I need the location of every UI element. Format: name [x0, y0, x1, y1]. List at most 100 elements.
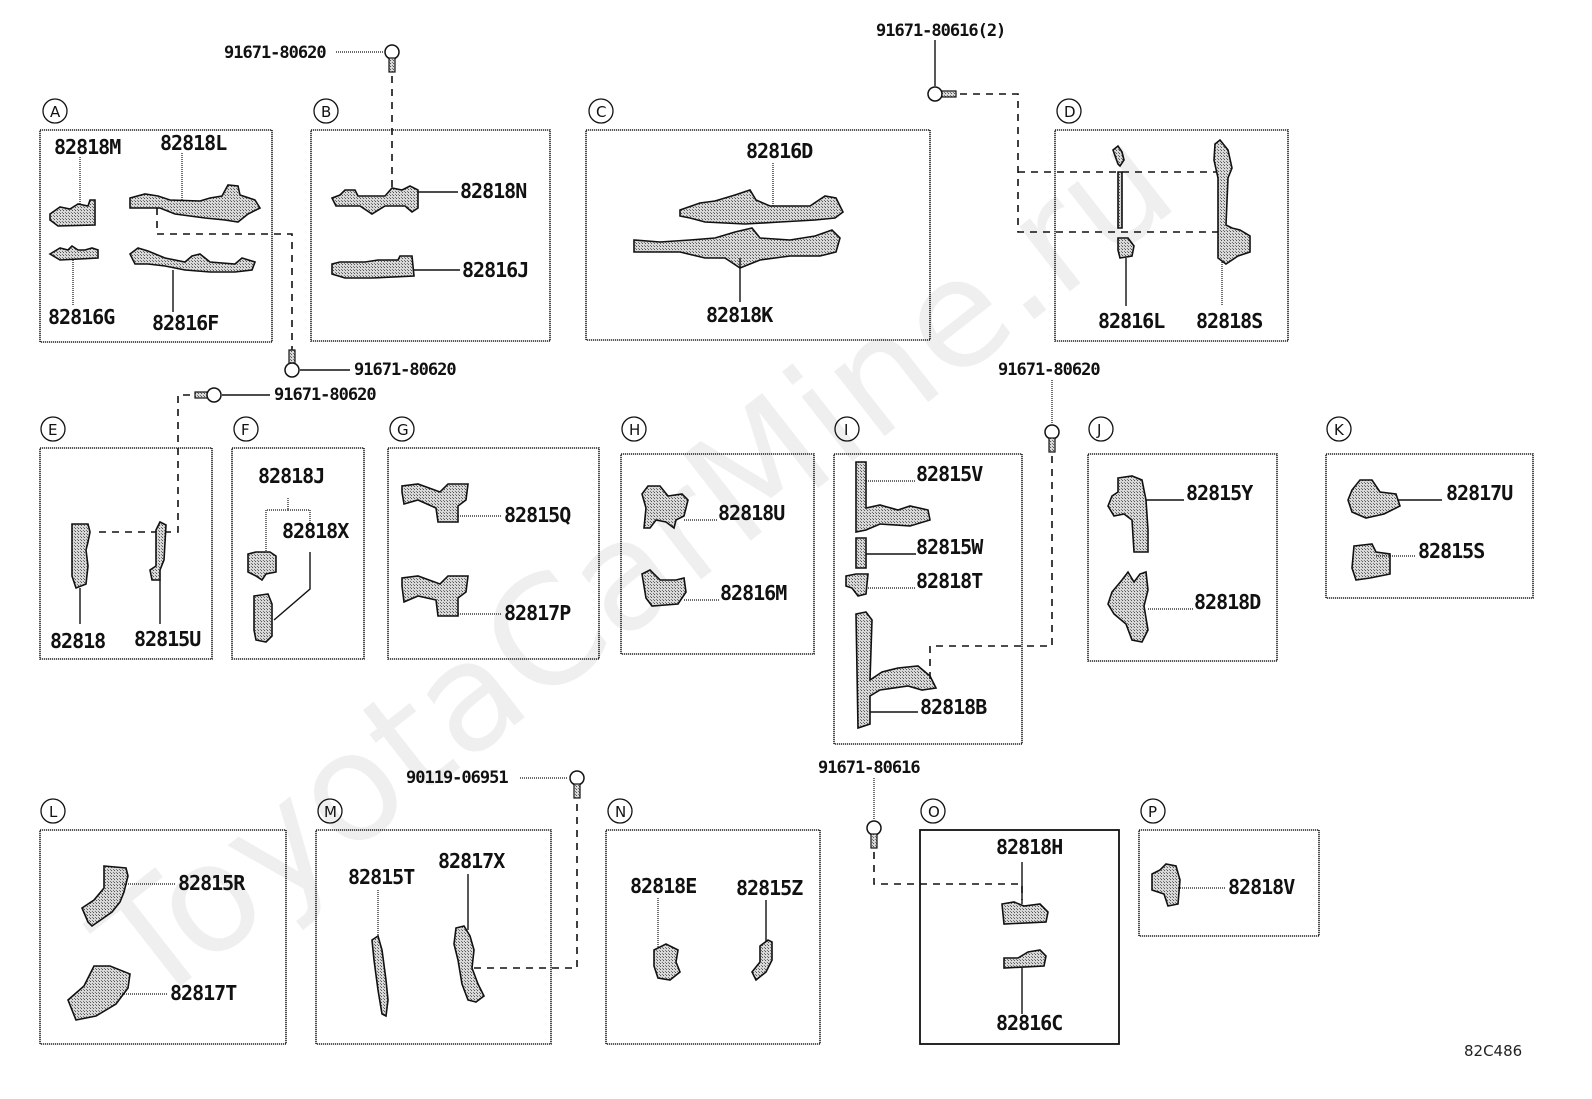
part-drawing-82816L[interactable] [1112, 144, 1135, 259]
part-label[interactable]: 82816D [746, 139, 814, 163]
part-drawing-82817X[interactable] [453, 925, 486, 1003]
part-label[interactable]: 82817T [170, 981, 238, 1005]
fastener-91671-80620-a[interactable]: 91671-80620 [284, 349, 457, 380]
part-drawing-82818J[interactable] [247, 551, 277, 582]
part-drawing-82815V[interactable] [855, 461, 931, 533]
part-label[interactable]: 82818L [160, 131, 228, 155]
part-label[interactable]: 82815Y [1186, 481, 1254, 505]
group-j: J 82815Y 82818D [1087, 416, 1278, 662]
part-drawing-82815W[interactable] [855, 537, 867, 569]
part-label[interactable]: 82818X [282, 519, 350, 543]
part-drawing-82818S[interactable] [1213, 138, 1251, 265]
part-label[interactable]: 82815U [134, 627, 201, 651]
fastener-label[interactable]: 91671-80620 [998, 360, 1101, 380]
drawing-code: 82C486 [1464, 1042, 1522, 1060]
part-label[interactable]: 82818 [50, 629, 106, 653]
part-drawing-82815U[interactable] [149, 520, 167, 581]
fastener-label[interactable]: 91671-80620 [224, 43, 327, 63]
group-box-m [315, 829, 552, 1045]
part-drawing-82818D[interactable] [1107, 570, 1149, 643]
part-drawing-82815T[interactable] [371, 934, 389, 1018]
part-label[interactable]: 82818N [460, 179, 527, 203]
group-n: N 82818E 82815Z [605, 798, 821, 1045]
group-o: O 82818H 82816C [919, 798, 1120, 1045]
part-label[interactable]: 82816F [152, 311, 219, 335]
fastener-91671-80616-2[interactable]: 91671-80616(2) [876, 21, 1222, 233]
part-label[interactable]: 82818J [258, 464, 325, 488]
part-label[interactable]: 82815Z [736, 876, 804, 900]
part-label[interactable]: 82815T [348, 865, 416, 889]
part-drawing-82815Z[interactable] [751, 939, 773, 982]
part-drawing-82816F[interactable] [128, 247, 257, 273]
part-label[interactable]: 82815R [178, 871, 247, 895]
part-label[interactable]: 82818S [1196, 309, 1263, 333]
part-drawing-82818V[interactable] [1151, 863, 1181, 907]
part-drawing-82816D[interactable] [679, 189, 845, 225]
part-label[interactable]: 82816M [720, 581, 788, 605]
part-label[interactable]: 82818D [1194, 590, 1262, 614]
group-marker-o [920, 798, 946, 824]
group-box-i [833, 453, 1023, 745]
part-label[interactable]: 82818H [996, 835, 1063, 859]
part-label[interactable]: 82817P [504, 601, 572, 625]
group-marker-l [40, 798, 66, 824]
part-drawing-82818L[interactable] [129, 184, 262, 223]
part-label[interactable]: 82818M [54, 135, 122, 159]
fastener-label[interactable]: 91671-80616(2) [876, 21, 1006, 41]
fastener-label[interactable]: 91671-80620 [354, 360, 457, 380]
part-drawing-82818E[interactable] [653, 943, 681, 981]
fastener-label[interactable]: 90119-06951 [406, 768, 509, 788]
part-label[interactable]: 82818B [920, 695, 988, 719]
bolt-icon [569, 770, 585, 786]
group-c: C 82816D 82818K [585, 98, 931, 341]
part-label[interactable]: 82816L [1098, 309, 1166, 333]
fastener-label[interactable]: 91671-80620 [274, 385, 377, 405]
part-drawing-82815Y[interactable] [1107, 475, 1149, 553]
part-label[interactable]: 82816C [996, 1011, 1063, 1035]
fastener-91671-80620-i[interactable]: 91671-80620 [929, 360, 1101, 680]
part-label[interactable]: 82818T [916, 569, 984, 593]
part-label[interactable]: 82818V [1228, 875, 1296, 899]
part-drawing-82816G[interactable] [48, 244, 99, 261]
part-drawing-82816J[interactable] [331, 255, 415, 279]
part-drawing-82815Q[interactable] [401, 483, 469, 523]
part-label[interactable]: 82817U [1446, 481, 1513, 505]
part-drawing-82818H[interactable] [1001, 901, 1049, 925]
part-label[interactable]: 82818E [630, 874, 697, 898]
group-letter-k: K [1334, 421, 1345, 439]
part-drawing-82817P[interactable] [401, 575, 469, 617]
part-label[interactable]: 82818U [718, 501, 785, 525]
fastener-90119-06951[interactable]: 90119-06951 [406, 768, 585, 969]
part-label[interactable]: 82815Q [504, 503, 572, 527]
part-drawing-82818K[interactable] [633, 227, 841, 269]
group-marker-e [40, 416, 66, 442]
group-marker-i [834, 416, 860, 442]
fastener-91671-80620-top[interactable]: 91671-80620 [224, 43, 400, 188]
part-label[interactable]: 82817X [438, 849, 506, 873]
part-drawing-82818N[interactable] [330, 185, 419, 215]
part-drawing-82817U[interactable] [1347, 479, 1401, 519]
fastener-91671-80620-e[interactable]: 91671-80620 [96, 385, 377, 533]
part-drawing-82818X[interactable] [253, 593, 273, 643]
part-drawing-82818U[interactable] [641, 485, 689, 530]
part-drawing-82815R[interactable] [81, 865, 129, 928]
group-box-o [919, 829, 1120, 1045]
group-letter-e: E [48, 421, 57, 439]
part-drawing-82815S[interactable] [1351, 543, 1391, 581]
part-drawing-82816M[interactable] [641, 569, 687, 607]
part-label[interactable]: 82815V [916, 462, 984, 486]
part-drawing-82816C[interactable] [1003, 949, 1047, 969]
part-label[interactable]: 82815S [1418, 539, 1485, 563]
part-label[interactable]: 82816G [48, 305, 116, 329]
part-drawing-82817T[interactable] [67, 965, 131, 1021]
part-drawing-82818B[interactable] [855, 611, 938, 730]
part-drawing-82818T[interactable] [845, 573, 869, 597]
part-label[interactable]: 82815W [916, 535, 985, 559]
group-letter-d: D [1064, 103, 1076, 121]
fastener-label[interactable]: 91671-80616 [818, 758, 921, 778]
part-drawing-82818M[interactable] [49, 199, 96, 227]
part-label[interactable]: 82816J [462, 258, 529, 282]
part-drawing-82818[interactable] [71, 523, 91, 590]
part-label[interactable]: 82818K [706, 303, 774, 327]
